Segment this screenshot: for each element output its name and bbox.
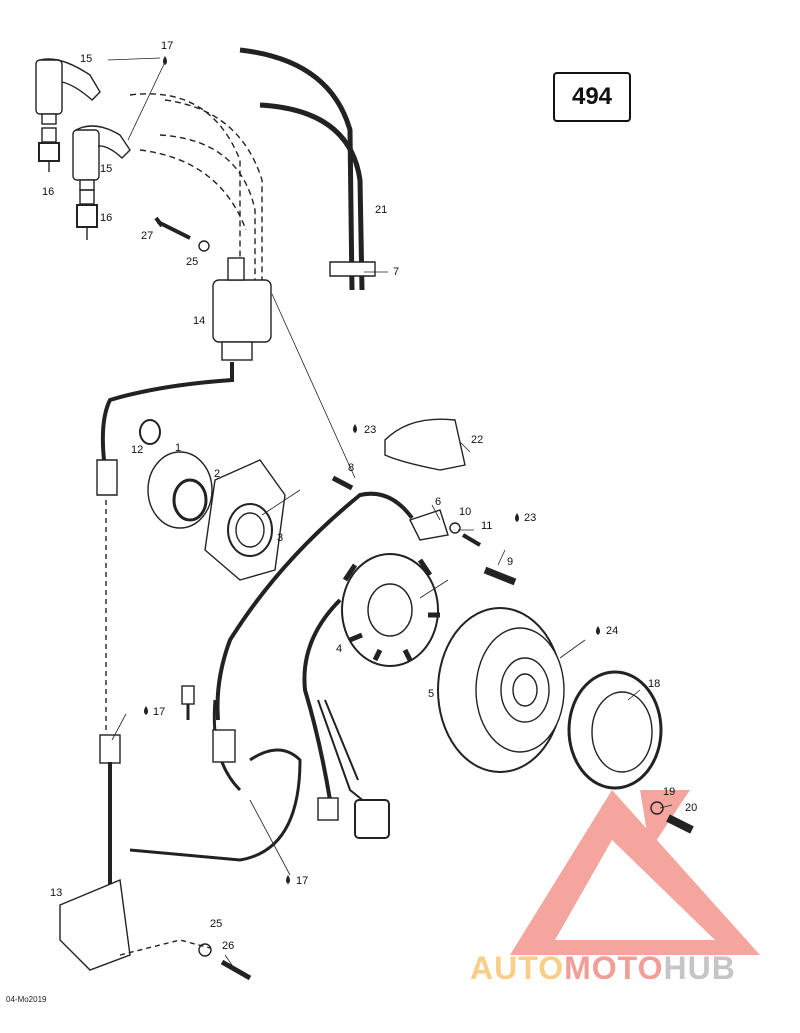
stator-connector [354,799,390,839]
callout-8: 8 [348,462,355,474]
oil-seal [172,478,208,522]
screw-27 [154,216,191,240]
drop-icon [515,513,519,522]
washer-25 [198,240,210,252]
callout-1: 1 [175,442,182,454]
callout-25b: 25 [210,918,223,930]
trigger-coil [409,509,449,541]
callout-10: 10 [459,506,472,518]
callout-17b: 17 [153,706,166,718]
callout-3: 3 [277,532,284,544]
washer-19 [650,801,664,815]
bracket-dashed [119,939,211,956]
stator [341,553,440,667]
watermark-logo-triangle [510,790,760,955]
callout-7: 7 [393,266,400,278]
ground-wire-21b [259,102,365,291]
callout-17c: 17 [296,875,309,887]
drop-icon [596,626,600,635]
callout-22: 22 [471,434,484,446]
ground-wire-21a [239,47,355,291]
coil-wire [100,362,234,461]
callout-25a: 25 [186,256,199,268]
stator-leads [317,699,376,811]
drop-icon [286,875,290,884]
spark-plug-1 [38,127,60,172]
ht-lead-1 [129,93,241,280]
washer-10 [449,522,461,534]
callout-17a: 17 [161,40,174,52]
spark-plug-cap-lower [72,125,131,191]
watermark-moto: MOTO [564,950,664,986]
spark-plug-cap-upper [35,58,101,125]
small-connector [317,797,339,821]
drop-icon [353,424,357,433]
drop-icons [144,56,600,884]
reference-code: 04-Mo2019 [6,995,47,1004]
callout-23b: 23 [524,512,537,524]
ring-gear [567,670,663,790]
spark-plug-2 [76,189,98,240]
callout-4: 4 [336,643,343,655]
watermark-hub: HUB [663,950,736,986]
callout-5: 5 [428,688,435,700]
o-ring [147,451,213,529]
leader-lines [107,57,673,966]
connector-c [99,734,121,764]
screw-26 [220,959,252,981]
screw-9 [483,566,517,586]
watermark-text: AUTOMOTOHUB [470,950,736,987]
drop-icon [144,706,148,715]
connector-a [181,685,195,705]
trigger-wire [215,491,414,721]
screw-20 [666,814,694,834]
stator-wire [302,598,342,801]
page-number: 494 [571,83,613,110]
magneto-housing [204,459,286,581]
screw-11 [461,533,482,547]
callout-16b: 16 [100,212,113,224]
callout-21: 21 [375,204,388,216]
ht-lead-3 [164,99,263,290]
callout-13: 13 [50,887,63,899]
drop-icon [163,56,167,65]
callout-11: 11 [481,520,493,532]
callout-24: 24 [606,625,619,637]
page-number-box: 494 [553,72,631,122]
flywheel [437,607,565,773]
grommet [139,419,161,445]
callout-18: 18 [648,678,661,690]
callout-26: 26 [222,940,235,952]
callout-27: 27 [141,230,154,242]
callout-15b: 15 [100,163,113,175]
callout-15a: 15 [80,53,93,65]
washer-25b [198,943,212,957]
watermark-auto: AUTO [470,950,565,986]
callout-20: 20 [685,802,698,814]
cover [384,418,466,471]
callout-19: 19 [663,786,676,798]
connector-b [212,729,236,763]
ht-lead-4 [139,149,247,231]
wire-clamp [329,261,376,277]
callout-6: 6 [435,496,442,508]
callout-14: 14 [193,315,206,327]
ignition-coil [212,257,272,361]
bracket [59,879,131,971]
callout-12: 12 [131,444,144,456]
callout-9: 9 [507,556,514,568]
screw-8 [331,475,354,491]
ht-lead-2 [159,134,256,290]
callout-2: 2 [214,468,221,480]
connector-left [96,459,118,496]
callout-16a: 16 [42,186,55,198]
callout-23a: 23 [364,424,377,436]
